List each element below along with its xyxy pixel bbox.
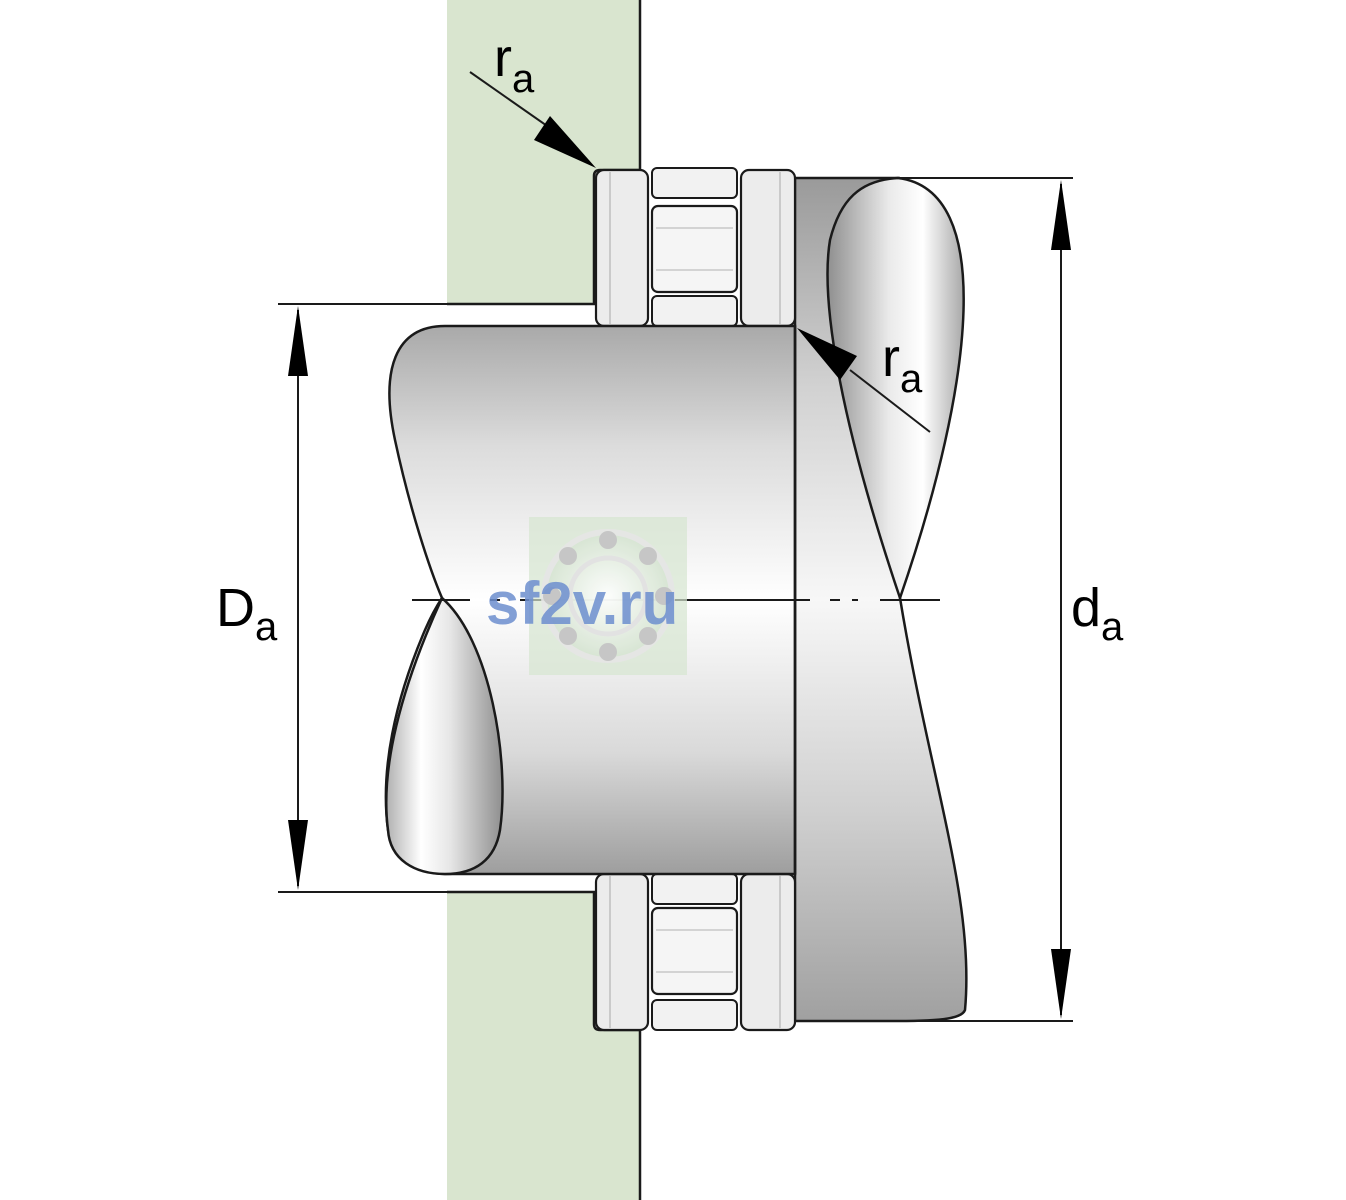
watermark-text: sf2v.ru <box>486 570 678 637</box>
label-ra-right: ra <box>882 328 923 401</box>
watermark: sf2v.ru <box>486 517 687 675</box>
label-da-main: d <box>1071 578 1101 638</box>
label-da-sub: a <box>1101 605 1124 649</box>
label-ra-top: ra <box>494 28 535 101</box>
watermark-bearing-logo <box>541 529 675 663</box>
leader-ra-top <box>469 71 596 168</box>
bearing-assembly <box>594 167 797 1032</box>
label-ra-top-main: r <box>494 28 512 88</box>
label-ra-right-sub: a <box>900 357 923 401</box>
label-ra-right-main: r <box>882 328 900 388</box>
label-Da: Da <box>216 578 278 649</box>
dimension-da <box>898 177 1073 1022</box>
label-Da-main: D <box>216 578 255 638</box>
label-da: da <box>1071 578 1124 649</box>
label-ra-top-sub: a <box>512 57 535 101</box>
bearing-upper <box>594 167 797 328</box>
dimension-Da <box>278 303 447 893</box>
bearing-lower <box>594 872 797 1032</box>
label-Da-sub: a <box>255 605 278 649</box>
leader-ra-right <box>797 328 931 433</box>
